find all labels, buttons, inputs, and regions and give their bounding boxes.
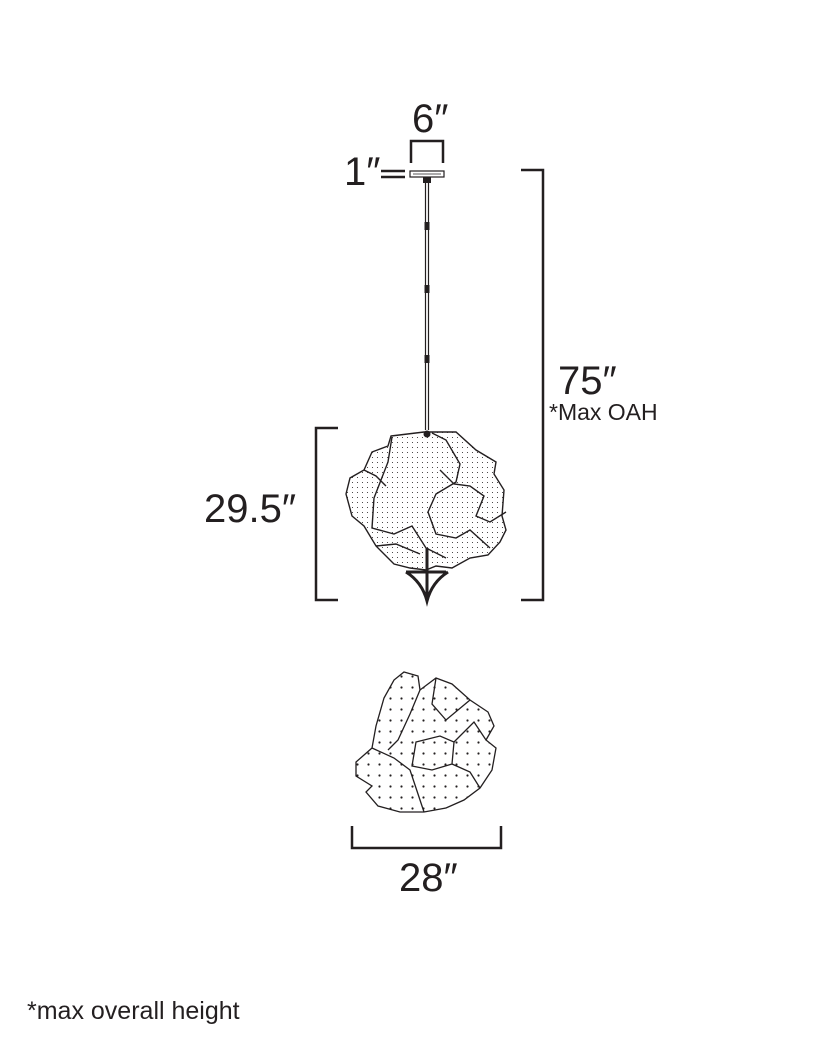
finial (405, 430, 449, 607)
footnote: *max overall height (27, 997, 240, 1025)
overall-height-label: 75″ (558, 359, 617, 403)
shade-diameter-label: 28″ (399, 856, 458, 900)
shade-height-label: 29.5″ (204, 487, 297, 531)
diameter-bracket (350, 826, 503, 850)
canopy-width-bracket (409, 139, 445, 163)
canopy-height-label: 1″ (344, 150, 381, 194)
canopy-height-marker (381, 169, 405, 179)
suspension-rod (424, 183, 430, 430)
canopy-width-label: 6″ (412, 97, 449, 141)
shade-bottom-view (355, 671, 497, 813)
overall-height-bracket (521, 168, 545, 602)
shade-side-view (345, 431, 507, 571)
canopy (409, 170, 445, 183)
overall-height-note: *Max OAH (549, 399, 658, 425)
shade-height-bracket (314, 426, 338, 602)
